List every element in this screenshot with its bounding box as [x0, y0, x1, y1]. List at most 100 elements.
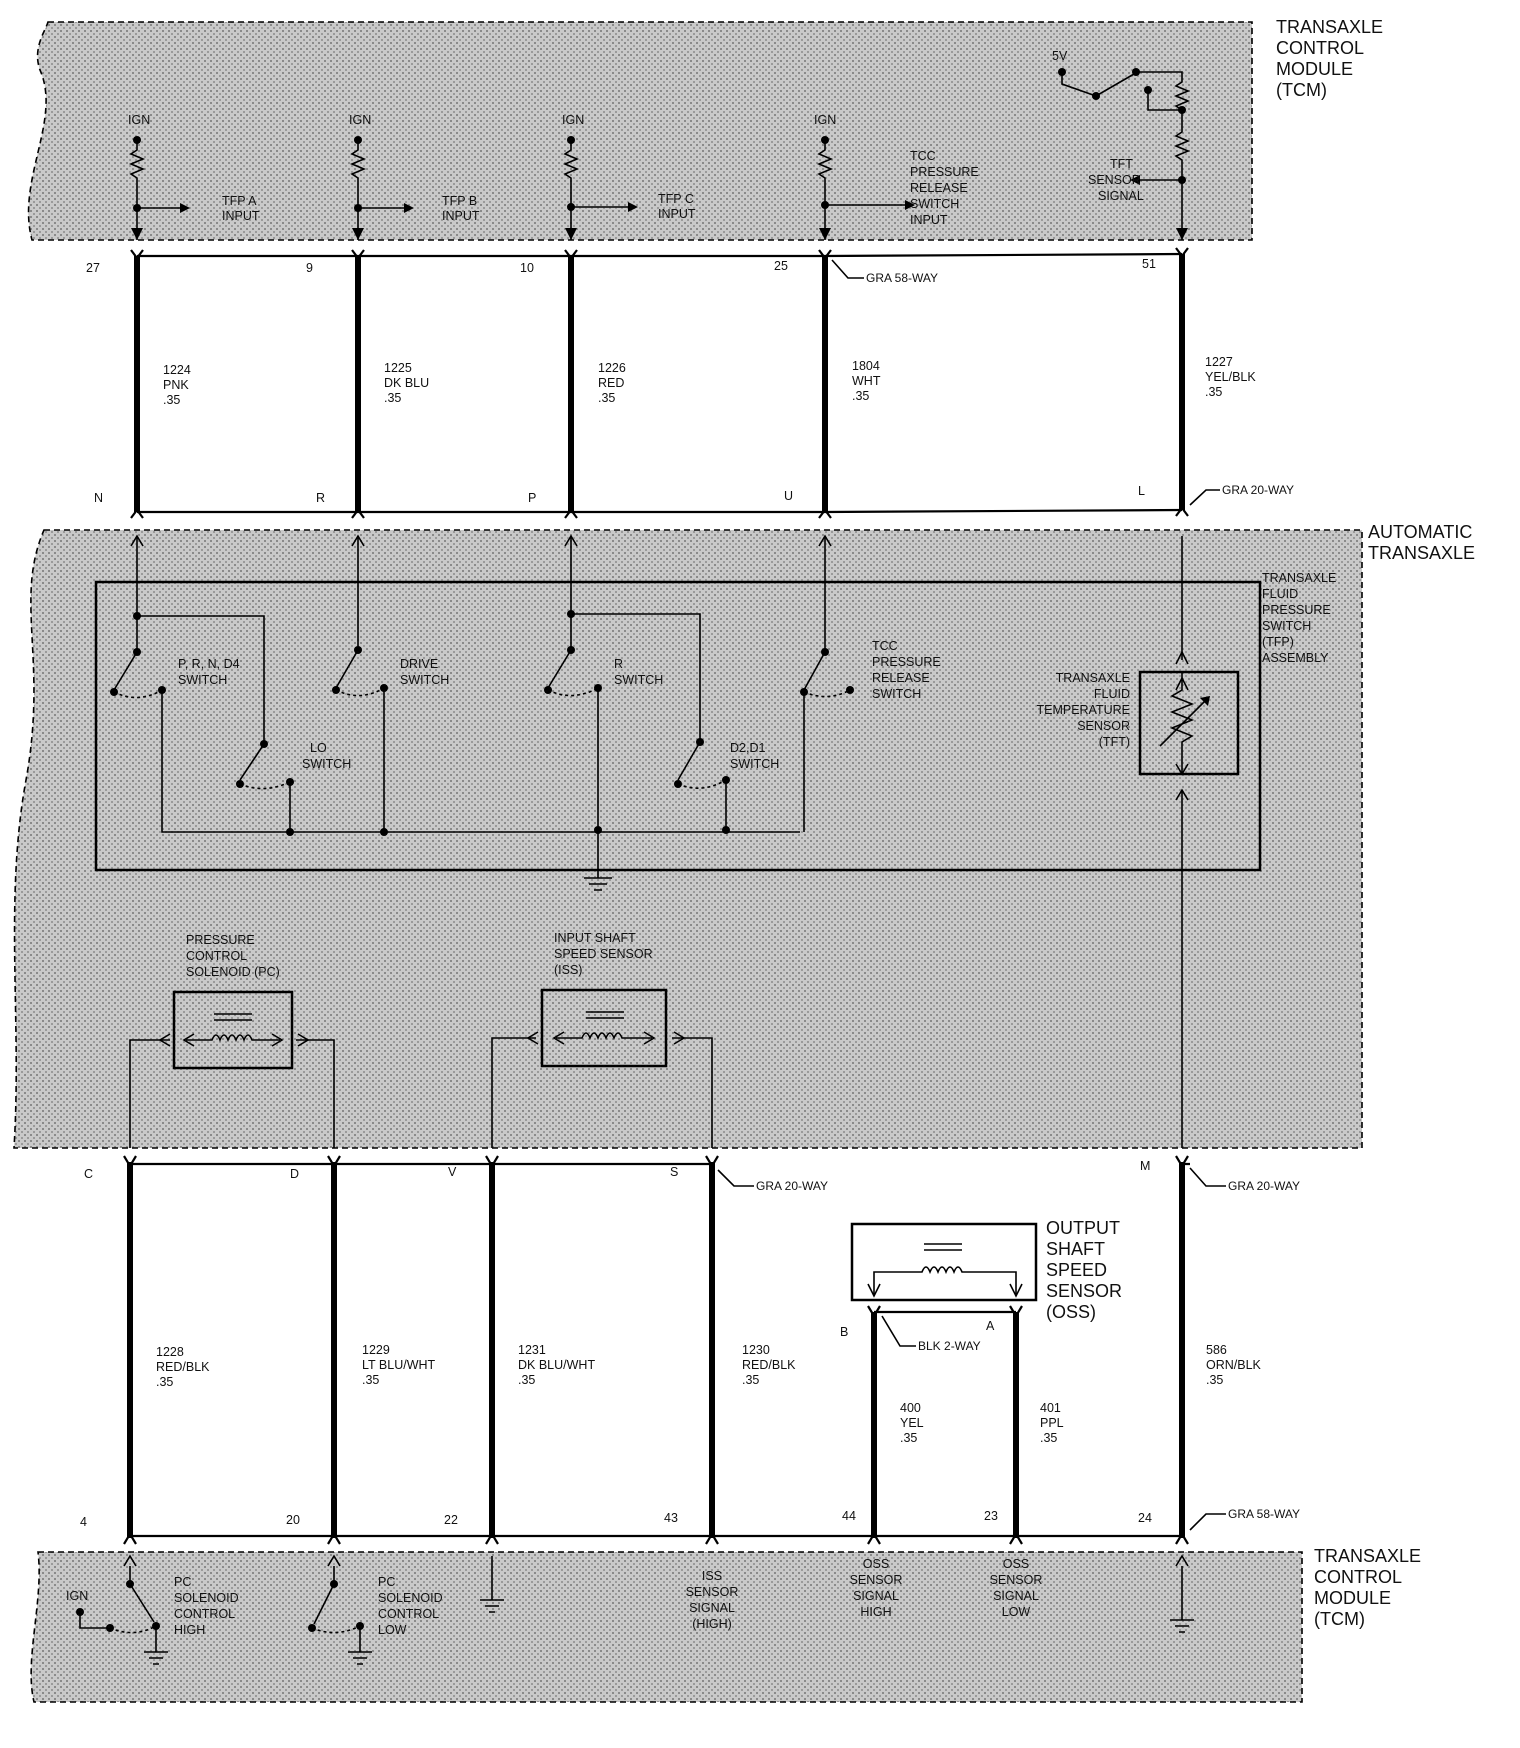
- svg-text:SIGNAL: SIGNAL: [993, 1589, 1039, 1603]
- circuit-label-1226: 1226 RED .35: [598, 361, 626, 405]
- pin-label: 20: [286, 1513, 300, 1527]
- tcm-bottom-title-line: CONTROL: [1314, 1567, 1402, 1587]
- upper-harness: 27 9 10 25 51 N R P U L GRA 58-WAY GRA 2…: [86, 247, 1294, 519]
- tcc-pullup: IGN TCC PRESSURE RELEASE SWITCH INPUT: [814, 113, 979, 240]
- svg-text:586: 586: [1206, 1343, 1227, 1357]
- pin-label: 25: [774, 259, 788, 273]
- circuit-label-1224: 1224 PNK .35: [163, 363, 191, 407]
- circuit-label-586: 586 ORN/BLK .35: [1206, 1343, 1262, 1387]
- connector-label: BLK 2-WAY: [918, 1339, 981, 1353]
- tfp-a-input-label: INPUT: [222, 209, 260, 223]
- tcc-input-label: INPUT: [910, 213, 948, 227]
- svg-text:OSS: OSS: [863, 1557, 889, 1571]
- tcc-input-label: TCC: [910, 149, 936, 163]
- svg-text:SENSOR: SENSOR: [686, 1585, 739, 1599]
- svg-text:DRIVE: DRIVE: [400, 657, 438, 671]
- svg-text:401: 401: [1040, 1401, 1061, 1415]
- svg-text:.35: .35: [156, 1375, 173, 1389]
- svg-text:(TFP): (TFP): [1262, 635, 1294, 649]
- ign-label: IGN: [562, 113, 584, 127]
- svg-text:1231: 1231: [518, 1343, 546, 1357]
- svg-text:PRESSURE: PRESSURE: [872, 655, 941, 669]
- svg-text:D2,D1: D2,D1: [730, 741, 765, 755]
- pin-label: 9: [306, 261, 313, 275]
- tfp-assembly: TRANSAXLE FLUID PRESSURE SWITCH (TFP) AS…: [94, 534, 1336, 1148]
- tft-sensor-label: TRANSAXLE FLUID TEMPERATURE SENSOR (TFT): [1036, 671, 1130, 749]
- ign-label: IGN: [349, 113, 371, 127]
- svg-text:CONTROL: CONTROL: [174, 1607, 235, 1621]
- svg-text:(HIGH): (HIGH): [692, 1617, 732, 1631]
- circuit-label-401: 401 PPL .35: [1040, 1401, 1064, 1445]
- svg-text:SOLENOID (PC): SOLENOID (PC): [186, 965, 280, 979]
- connector-label: GRA 20-WAY: [1222, 483, 1294, 497]
- tfp-c-input-label: INPUT: [658, 207, 696, 221]
- svg-text:SWITCH: SWITCH: [400, 673, 449, 687]
- tcc-input-label: RELEASE: [910, 181, 968, 195]
- tfp-c-pullup: IGN TFP C INPUT: [562, 113, 696, 240]
- tcm-top-title-line: CONTROL: [1276, 38, 1364, 58]
- svg-text:1230: 1230: [742, 1343, 770, 1357]
- svg-text:LO: LO: [310, 741, 327, 755]
- svg-text:SENSOR: SENSOR: [850, 1573, 903, 1587]
- svg-text:SHAFT: SHAFT: [1046, 1239, 1105, 1259]
- svg-text:.35: .35: [1205, 385, 1222, 399]
- transaxle-region: [13, 529, 1363, 1149]
- svg-text:DK BLU: DK BLU: [384, 376, 429, 390]
- svg-text:SENSOR: SENSOR: [990, 1573, 1043, 1587]
- connector-label: GRA 20-WAY: [756, 1179, 828, 1193]
- svg-text:YEL/BLK: YEL/BLK: [1205, 370, 1256, 384]
- tcm-bottom-title-line: (TCM): [1314, 1609, 1365, 1629]
- svg-text:ISS: ISS: [702, 1569, 722, 1583]
- svg-text:(TFT): (TFT): [1099, 735, 1130, 749]
- oss-high-label: OSS SENSOR SIGNAL HIGH: [850, 1557, 903, 1619]
- tcc-input-label: PRESSURE: [910, 165, 979, 179]
- svg-text:1227: 1227: [1205, 355, 1233, 369]
- oss-low-label: OSS SENSOR SIGNAL LOW: [990, 1557, 1043, 1619]
- svg-text:ASSEMBLY: ASSEMBLY: [1262, 651, 1329, 665]
- svg-text:CONTROL: CONTROL: [378, 1607, 439, 1621]
- pin-label: S: [670, 1165, 678, 1179]
- svg-text:SENSOR: SENSOR: [1077, 719, 1130, 733]
- svg-text:.35: .35: [852, 389, 869, 403]
- tcm-bottom-title: TRANSAXLE CONTROL MODULE (TCM): [1314, 1546, 1421, 1629]
- circuit-label-1804: 1804 WHT .35: [852, 359, 881, 403]
- pin-label: 24: [1138, 1511, 1152, 1525]
- tfp-a-input-label: TFP A: [222, 194, 257, 208]
- pc-high-label: PC SOLENOID CONTROL HIGH: [174, 1575, 239, 1637]
- svg-text:DK BLU/WHT: DK BLU/WHT: [518, 1358, 595, 1372]
- tcm-bottom-title-line: MODULE: [1314, 1588, 1391, 1608]
- svg-text:.35: .35: [1206, 1373, 1223, 1387]
- pin-label: V: [448, 1165, 457, 1179]
- svg-text:.35: .35: [1040, 1431, 1057, 1445]
- svg-text:400: 400: [900, 1401, 921, 1415]
- tcm-bottom-region: [30, 1551, 1303, 1703]
- tcm-top-title: TRANSAXLE CONTROL MODULE (TCM): [1276, 17, 1383, 100]
- svg-text:1229: 1229: [362, 1343, 390, 1357]
- tfp-c-input-label: TFP C: [658, 192, 694, 206]
- svg-text:RED/BLK: RED/BLK: [742, 1358, 796, 1372]
- svg-text:OSS: OSS: [1003, 1557, 1029, 1571]
- svg-text:SIGNAL: SIGNAL: [689, 1601, 735, 1615]
- svg-text:RED: RED: [598, 376, 624, 390]
- svg-text:PC: PC: [174, 1575, 191, 1589]
- svg-text:TEMPERATURE: TEMPERATURE: [1036, 703, 1130, 717]
- svg-text:(ISS): (ISS): [554, 963, 582, 977]
- transaxle-title-line: TRANSAXLE: [1368, 543, 1475, 563]
- svg-text:SWITCH: SWITCH: [614, 673, 663, 687]
- lower-harness: OUTPUT SHAFT SPEED SENSOR (OSS) C D V S …: [80, 1155, 1300, 1545]
- lo-switch-label: LO SWITCH: [302, 741, 351, 771]
- transaxle-title-line: AUTOMATIC: [1368, 522, 1472, 542]
- svg-text:SWITCH: SWITCH: [1262, 619, 1311, 633]
- tcm-bottom-internals: IGN PC SOLENOID CONTROL HIGH PC SOLENOID…: [66, 1554, 1194, 1665]
- tcm-top-title-line: MODULE: [1276, 59, 1353, 79]
- svg-text:R: R: [614, 657, 623, 671]
- svg-text:PPL: PPL: [1040, 1416, 1064, 1430]
- pin-label: B: [840, 1325, 848, 1339]
- svg-text:.35: .35: [362, 1373, 379, 1387]
- pin-label: A: [986, 1319, 995, 1333]
- svg-text:PRESSURE: PRESSURE: [1262, 603, 1331, 617]
- tfp-a-pullup: IGN TFP A INPUT: [128, 113, 260, 240]
- svg-text:YEL: YEL: [900, 1416, 924, 1430]
- svg-text:1226: 1226: [598, 361, 626, 375]
- svg-text:SOLENOID: SOLENOID: [174, 1591, 239, 1605]
